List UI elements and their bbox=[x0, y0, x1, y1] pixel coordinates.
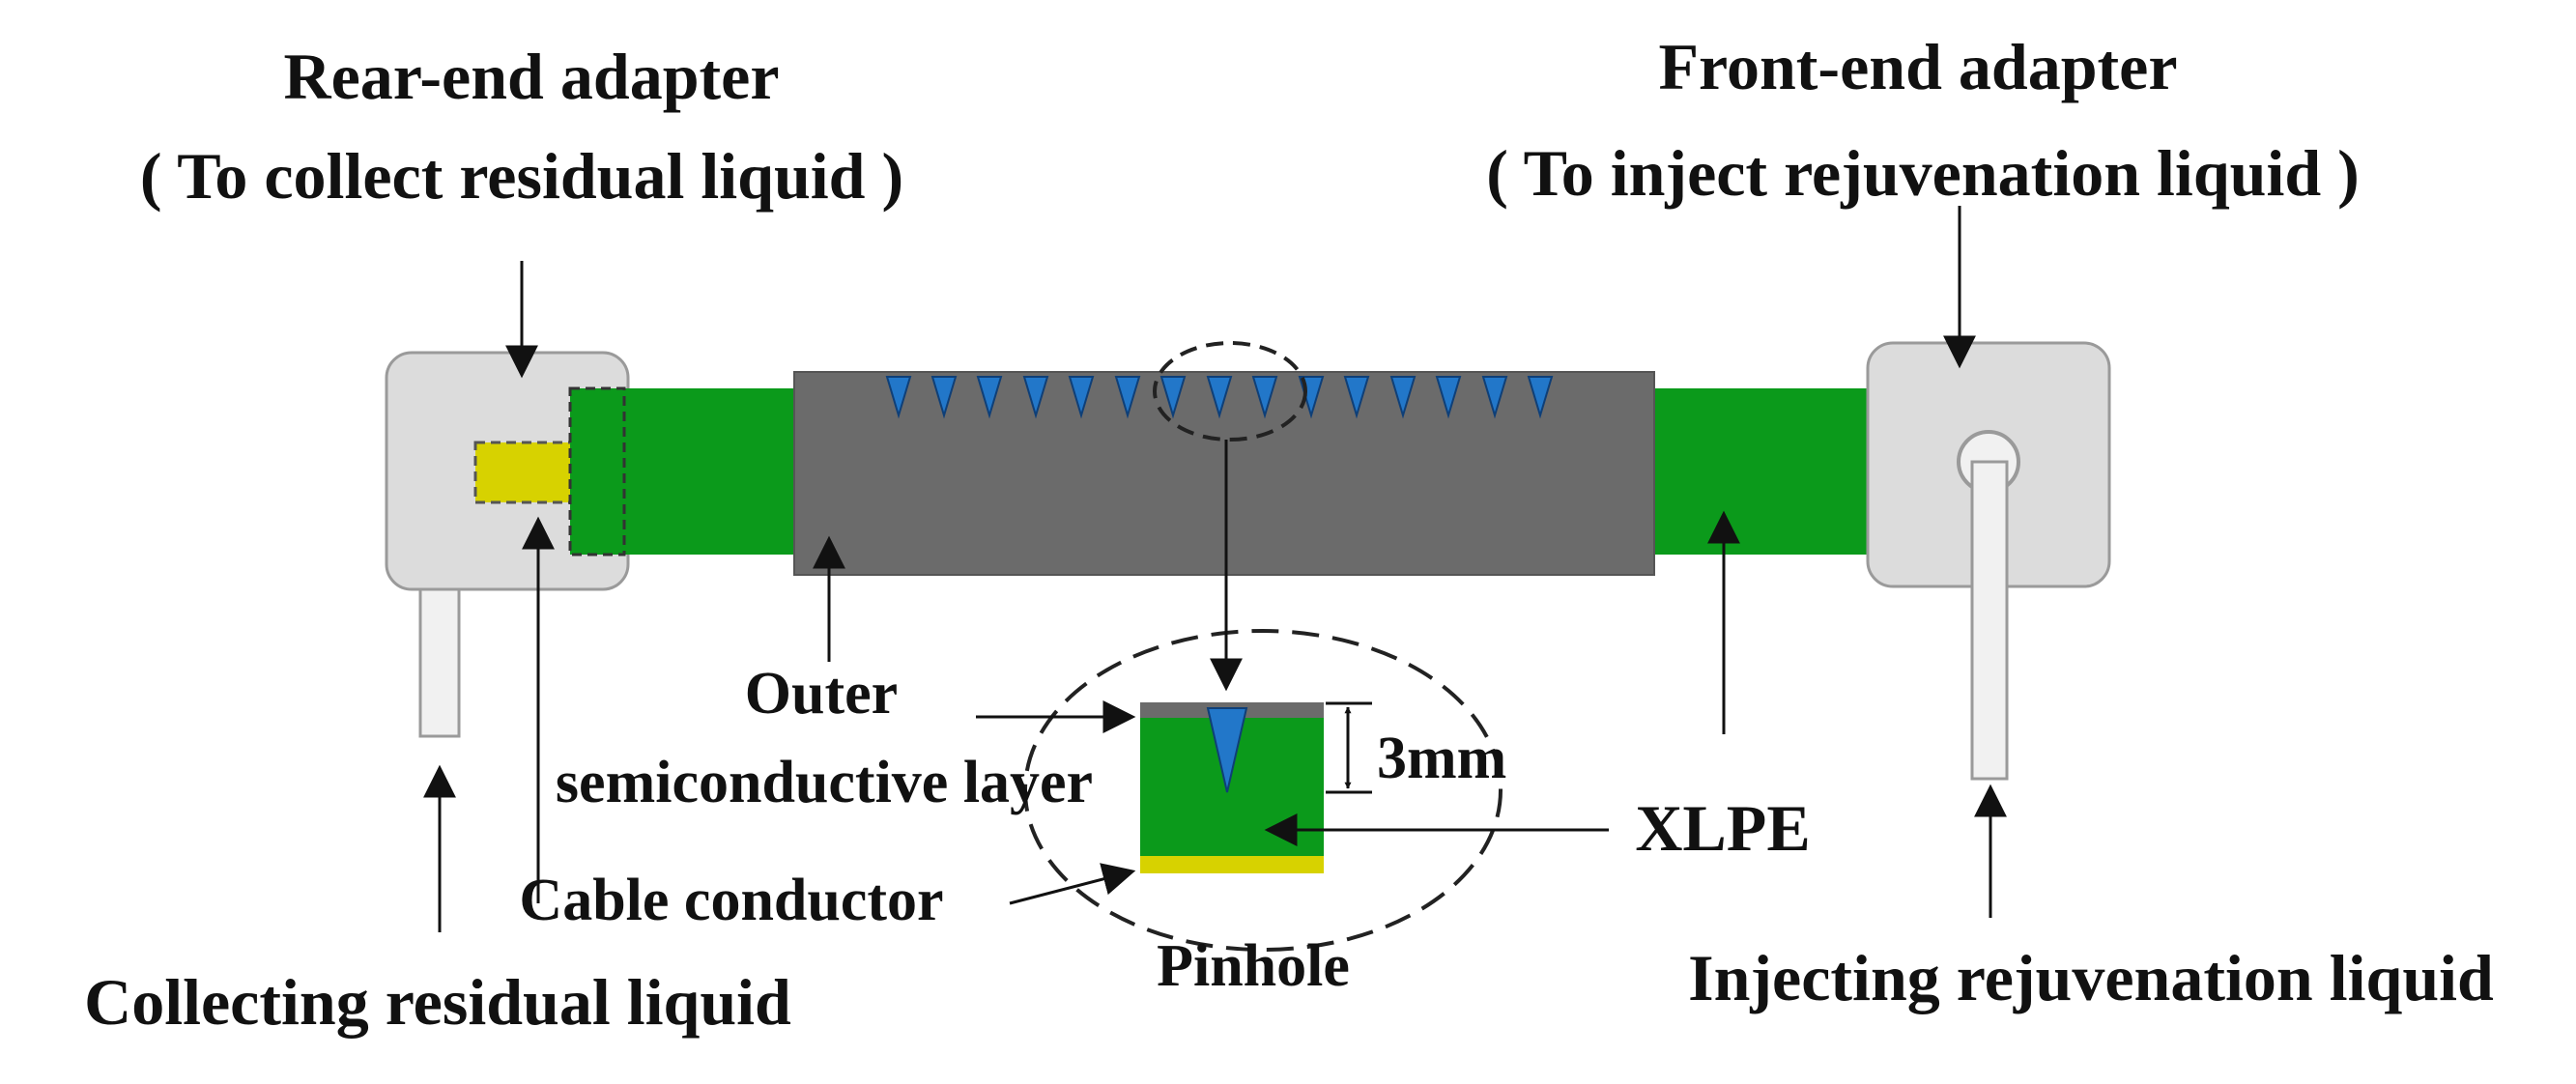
pinhole bbox=[1206, 376, 1233, 419]
rear-adapter-note: ( To collect residual liquid ) bbox=[140, 139, 903, 213]
front-end-adapter bbox=[1866, 341, 2111, 781]
front-adapter-title: Front-end adapter bbox=[1658, 30, 2177, 103]
collecting-label: Collecting residual liquid bbox=[84, 965, 791, 1039]
pinhole bbox=[1251, 376, 1278, 419]
xlpe-right-segment bbox=[1654, 388, 1872, 555]
pinhole-highlight-ellipse bbox=[1153, 341, 1307, 442]
pinhole bbox=[976, 376, 1003, 419]
pinhole-row bbox=[885, 376, 1554, 419]
dimension-marker bbox=[1326, 701, 1372, 794]
pinhole bbox=[1481, 376, 1508, 419]
xlpe-label: XLPE bbox=[1635, 791, 1810, 865]
front-adapter-tube bbox=[1970, 460, 2009, 781]
cable-conductor-label: Cable conductor bbox=[519, 868, 943, 933]
pinhole bbox=[1114, 376, 1141, 419]
semiconductive-layer-label: semiconductive layer bbox=[556, 750, 1093, 815]
rear-end-adapter bbox=[385, 351, 630, 738]
pinhole bbox=[1068, 376, 1095, 419]
zoom-cross-section bbox=[1140, 702, 1324, 873]
pinhole bbox=[1343, 376, 1370, 419]
arrows bbox=[423, 206, 2007, 932]
injecting-label: Injecting rejuvenation liquid bbox=[1688, 941, 2494, 1014]
pinhole bbox=[1527, 376, 1554, 419]
outer-label: Outer bbox=[745, 661, 898, 727]
pinhole bbox=[1389, 376, 1417, 419]
outer-semiconductive-layer bbox=[793, 371, 1655, 576]
rear-adapter-tube bbox=[418, 587, 461, 738]
xlpe-left-segment bbox=[570, 388, 794, 555]
pinhole bbox=[930, 376, 958, 419]
arrow-conductor-to-zoom bbox=[1009, 863, 1136, 905]
cable-conductor-end bbox=[473, 441, 576, 504]
pinhole-label: Pinhole bbox=[1157, 933, 1350, 999]
pinhole bbox=[1435, 376, 1462, 419]
front-adapter-note: ( To inject rejuvenation liquid ) bbox=[1486, 136, 2360, 210]
pinhole bbox=[1022, 376, 1049, 419]
zoom-pinhole bbox=[1206, 707, 1248, 793]
rear-adapter-title: Rear-end adapter bbox=[283, 40, 779, 113]
dimension-label: 3mm bbox=[1377, 726, 1506, 791]
zoom-conductor bbox=[1140, 856, 1324, 873]
pinhole bbox=[1159, 376, 1187, 419]
insulation-dashed-outline bbox=[568, 386, 626, 556]
pinhole-zoom-ellipse bbox=[1023, 629, 1503, 952]
pinhole bbox=[885, 376, 912, 419]
